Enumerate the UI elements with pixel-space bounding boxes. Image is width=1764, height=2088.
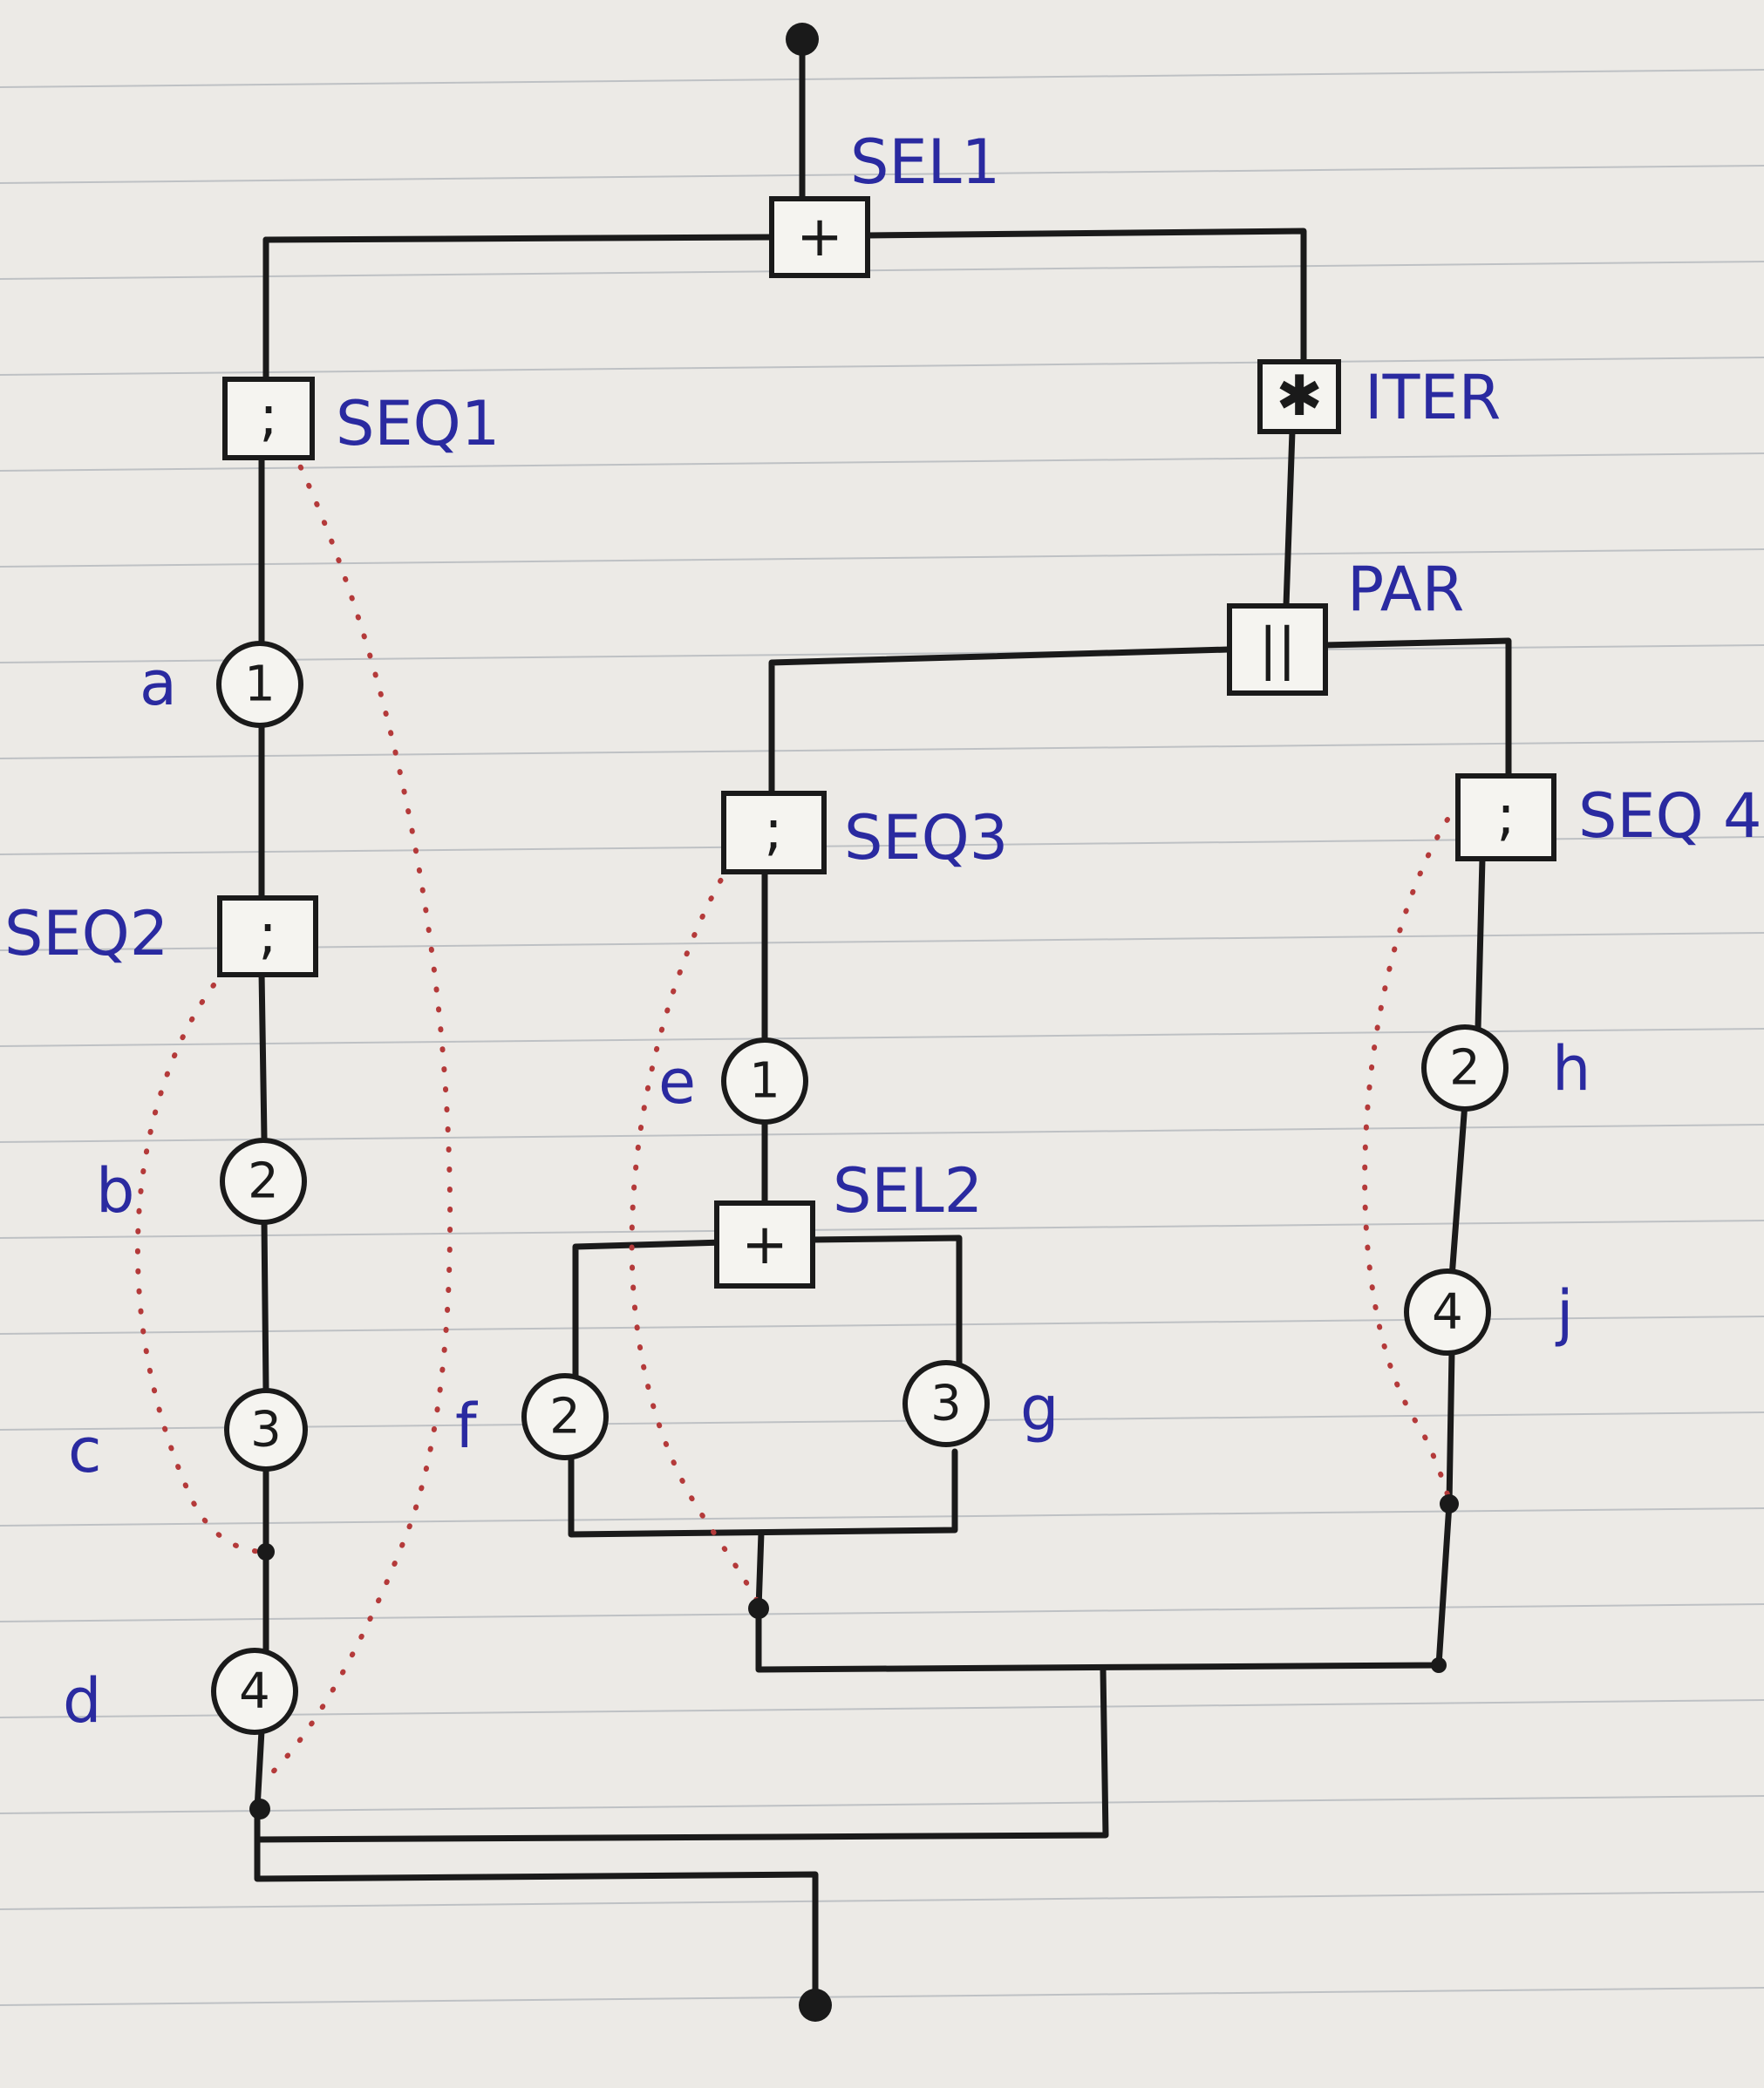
seq1-box xyxy=(222,377,315,460)
activity-d-number: 4 xyxy=(239,1663,270,1720)
terminal-points xyxy=(249,23,1459,2022)
activity-e-label: e xyxy=(658,1046,696,1118)
seq4-symbol: ; xyxy=(1496,784,1515,848)
iter-box xyxy=(1257,359,1341,434)
iter-symbol: ✱ xyxy=(1276,364,1323,429)
activity-b-label: b xyxy=(96,1155,134,1227)
start-point xyxy=(786,23,819,56)
activity-g-number: 3 xyxy=(930,1376,962,1432)
sel2-symbol: + xyxy=(741,1213,788,1277)
operator-sel1: + SEL1 xyxy=(769,126,1000,278)
activity-f-label: f xyxy=(455,1391,478,1462)
operator-seq2: ; SEQ2 xyxy=(4,895,318,977)
operator-iter: ✱ ITER xyxy=(1257,359,1501,434)
sel1-symbol: + xyxy=(796,205,843,269)
seq4-box xyxy=(1455,773,1556,861)
sel1-box xyxy=(769,196,870,278)
seq3-box xyxy=(721,791,827,874)
activity-b-circle xyxy=(220,1138,307,1225)
activity-e: 1 e xyxy=(658,1037,808,1125)
activity-c-label: c xyxy=(68,1415,102,1486)
operator-seq3: ; SEQ3 xyxy=(721,791,1008,874)
sel2-label: SEL2 xyxy=(833,1155,983,1227)
operator-seq1: ; SEQ1 xyxy=(222,377,500,460)
activity-f-circle xyxy=(521,1373,609,1460)
par-label: PAR xyxy=(1347,554,1464,625)
iter-label: ITER xyxy=(1365,362,1501,433)
operator-par: || PAR xyxy=(1227,554,1464,696)
seq4-scope-arc xyxy=(1362,817,1452,1502)
operator-seq4: ; SEQ 4 xyxy=(1455,773,1762,861)
par-box xyxy=(1227,603,1328,696)
join-dot-par xyxy=(1431,1657,1447,1673)
activity-g-circle xyxy=(902,1360,990,1447)
seq3-symbol: ; xyxy=(764,799,783,863)
activity-a-number: 1 xyxy=(244,656,276,713)
connector-lines xyxy=(254,36,1512,2009)
activity-a-label: a xyxy=(140,648,177,719)
seq1-symbol: ; xyxy=(259,384,278,449)
activity-d-label: d xyxy=(63,1665,101,1737)
join-dot-seq2 xyxy=(257,1543,275,1561)
seq4-label: SEQ 4 xyxy=(1578,780,1762,852)
activity-g-label: g xyxy=(1020,1373,1059,1445)
operator-sel2: + SEL2 xyxy=(714,1155,983,1289)
sel2-box xyxy=(714,1200,815,1289)
activity-a-circle xyxy=(216,641,303,728)
activity-d-circle xyxy=(211,1648,298,1735)
activity-e-number: 1 xyxy=(749,1053,780,1110)
seq2-box xyxy=(217,895,318,977)
activity-e-circle xyxy=(721,1037,808,1125)
sel1-label: SEL1 xyxy=(850,126,1000,198)
activity-b-number: 2 xyxy=(248,1153,279,1210)
activity-j-circle xyxy=(1404,1268,1491,1356)
activity-b: 2 b xyxy=(96,1138,307,1227)
activity-j-number: 4 xyxy=(1432,1284,1463,1341)
activity-j: 4 j xyxy=(1404,1268,1573,1356)
dotted-scope-arcs xyxy=(134,446,1452,1781)
activity-h-circle xyxy=(1421,1024,1509,1112)
seq2-scope-arc xyxy=(134,983,269,1554)
seq2-symbol: ; xyxy=(258,902,277,967)
activity-f-number: 2 xyxy=(549,1389,581,1445)
join-dot-seq1 xyxy=(249,1799,270,1819)
activity-c-circle xyxy=(224,1388,308,1472)
activity-c: 3 c xyxy=(68,1388,308,1486)
seq3-label: SEQ3 xyxy=(844,802,1008,874)
par-symbol: || xyxy=(1258,617,1296,682)
activity-c-number: 3 xyxy=(250,1402,282,1459)
activity-j-label: j xyxy=(1555,1277,1573,1349)
seq3-scope-arc xyxy=(629,860,761,1607)
seq1-label: SEQ1 xyxy=(336,388,500,459)
seq2-label: SEQ2 xyxy=(4,898,168,969)
join-dot-sel2 xyxy=(748,1598,769,1619)
end-point xyxy=(799,1989,832,2022)
activity-h-number: 2 xyxy=(1449,1040,1481,1097)
seq1-scope-arc xyxy=(263,446,453,1781)
activity-d: 4 d xyxy=(63,1648,298,1737)
activity-f: 2 f xyxy=(455,1373,609,1462)
activity-h-label: h xyxy=(1552,1033,1590,1105)
activity-g: 3 g xyxy=(902,1360,1059,1447)
activity-a: 1 a xyxy=(140,641,303,728)
activity-h: 2 h xyxy=(1421,1024,1590,1112)
join-dot-seq4 xyxy=(1440,1494,1459,1513)
